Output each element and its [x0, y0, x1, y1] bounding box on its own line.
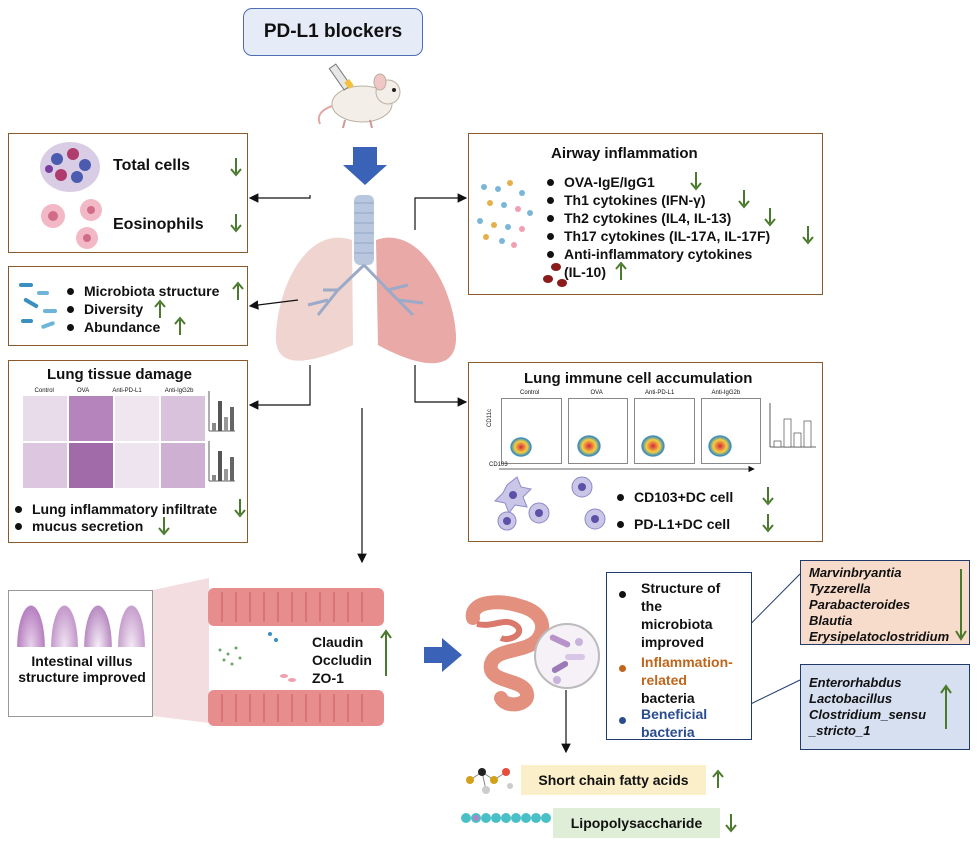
airway-box: Airway inflammation OVA-IgE/IgG1 Th1 cyt…: [468, 133, 823, 295]
flow-label-ova: OVA: [590, 390, 603, 396]
hist-label-ova: OVA: [76, 388, 90, 394]
dendritic-cells-icon: [493, 476, 606, 531]
cytokine-dots-icon: [477, 180, 567, 287]
inflam-bacteria-box: Marvinbryantia Tyzzerella Parabacteroide…: [800, 560, 970, 645]
airway-item-th2: Th2 cytokines (IL4, IL-13): [547, 210, 731, 226]
airway-title: Airway inflammation: [551, 145, 698, 162]
lps-down-arrow: [725, 813, 737, 832]
lps-label: Lipopolysaccharide: [570, 815, 703, 831]
airway-item-il10: (IL-10): [564, 264, 606, 280]
total-cells-icon: [40, 142, 100, 192]
microbiota-item-diversity: Diversity: [67, 301, 143, 317]
villus-caption: Intestinal villus structure improved: [18, 653, 146, 685]
blue-down-arrow: [343, 147, 387, 185]
inflam-bacteria-down-arrow: [955, 569, 967, 641]
hist-label-antipdl1: Anti-PD-L1: [112, 388, 142, 394]
mouse-injection-icon: [317, 63, 401, 129]
cells-box: Total cells Eosinophils: [8, 133, 248, 253]
flow-label-antiigg2b: Anti-IgG2b: [711, 390, 741, 396]
flow-plots: Control OVA Anti-PD-L1 Anti-IgG2b: [501, 390, 761, 464]
beneficial-bacteria-box: Enterorhabdus Lactobacillus Clostridium_…: [800, 664, 970, 750]
inflammation-related-text: Inflammation- related bacteria: [641, 654, 733, 706]
tj-zo1: ZO-1: [312, 670, 344, 686]
scfa-label-box: Short chain fatty acids: [521, 765, 706, 795]
immune-barchart: [769, 403, 816, 448]
histology-grid: [23, 396, 205, 488]
tj-occludin: Occludin: [312, 652, 372, 668]
inflam-bacteria-2: Parabacteroides: [809, 597, 911, 612]
histology-panels: Control OVA Anti-PD-L1 Anti-IgG2b: [23, 388, 205, 490]
lung-damage-barcharts: [208, 391, 235, 482]
page-title: PD-L1 blockers: [263, 21, 403, 42]
hist-label-antiigg2b: Anti-IgG2b: [164, 388, 194, 394]
microbiota-item-abundance: Abundance: [67, 319, 160, 335]
eosinophils-icon: [41, 199, 102, 249]
villus-box: Intestinal villus structure improved: [8, 590, 153, 717]
villus-images: [15, 599, 147, 647]
tj-claudin: Claudin: [312, 634, 364, 650]
beneficial-bacteria-2: Clostridium_sensu: [809, 707, 927, 722]
lung-damage-box: Lung tissue damage Control OVA Anti-PD-L…: [8, 360, 248, 543]
tight-junction-up-arrow: [380, 629, 392, 676]
flow-x-axis-label: CD103: [489, 462, 508, 468]
airway-item-anti-inflam: Anti-inflammatory cytokines: [547, 246, 752, 262]
lungs-illustration: [275, 195, 457, 364]
beneficial-bacteria-3: _stricto_1: [809, 723, 871, 738]
airway-item-th17: Th17 cytokines (IL-17A, IL-17F): [547, 228, 770, 244]
microbiota-structure-text: Structure of the microbiota improved: [641, 580, 721, 650]
beneficial-bacteria-text: Beneficial bacteria: [641, 706, 708, 740]
flow-x-axis-arrow: [499, 465, 755, 473]
hist-label-control: Control: [34, 388, 54, 394]
lps-label-box: Lipopolysaccharide: [553, 808, 720, 838]
scfa-label: Short chain fatty acids: [538, 772, 689, 788]
bacteria-icon: [19, 283, 57, 329]
lung-damage-item-mucus: mucus secretion: [15, 518, 143, 534]
microbiota-item-structure: Microbiota structure: [67, 283, 219, 299]
microbiota-box: Microbiota structure Diversity Abundance: [8, 266, 248, 346]
scfa-molecule-icon: [466, 768, 513, 794]
immune-box: Lung immune cell accumulation CD11c Cont…: [468, 362, 823, 542]
beneficial-bacteria-1: Lactobacillus: [809, 691, 893, 706]
immune-title: Lung immune cell accumulation: [524, 370, 753, 387]
beneficial-bacteria-0: Enterorhabdus: [809, 675, 902, 690]
blue-right-arrow: [424, 638, 462, 672]
title-box: PD-L1 blockers: [243, 8, 423, 56]
inflam-bacteria-4: Erysipelatoclostridium: [809, 629, 950, 644]
eosinophils-label: Eosinophils: [113, 216, 204, 233]
immune-item-cd103: CD103+DC cell: [617, 489, 733, 505]
tight-junction-list: Claudin Occludin ZO-1: [312, 633, 372, 687]
flow-label-antipdl1: Anti-PD-L1: [645, 390, 675, 396]
inflam-bacteria-0: Marvinbryantia: [809, 565, 902, 580]
microbiota-detail-box: Structure of the microbiota improved Inf…: [606, 572, 752, 740]
histology-labels: Control OVA Anti-PD-L1 Anti-IgG2b: [23, 388, 205, 394]
lung-damage-item-infiltrate: Lung inflammatory infiltrate: [15, 501, 217, 517]
intestine-illustration: [465, 595, 600, 712]
beneficial-bacteria-up-arrow: [940, 684, 952, 729]
scfa-up-arrow: [712, 770, 724, 789]
flow-label-control: Control: [520, 390, 540, 396]
inflam-bacteria-3: Blautia: [809, 613, 853, 628]
lps-chain-icon: [461, 813, 551, 823]
inflam-bacteria-1: Tyzzerella: [809, 581, 871, 596]
airway-item-ige: OVA-IgE/IgG1: [547, 174, 655, 190]
total-cells-label: Total cells: [113, 157, 191, 174]
zoom-wedge: [153, 578, 209, 723]
airway-item-th1: Th1 cytokines (IFN-γ): [547, 192, 706, 208]
immune-item-pdl1: PD-L1+DC cell: [617, 516, 730, 532]
lung-damage-title: Lung tissue damage: [47, 366, 193, 383]
intestinal-barrier-illustration: [208, 588, 384, 726]
